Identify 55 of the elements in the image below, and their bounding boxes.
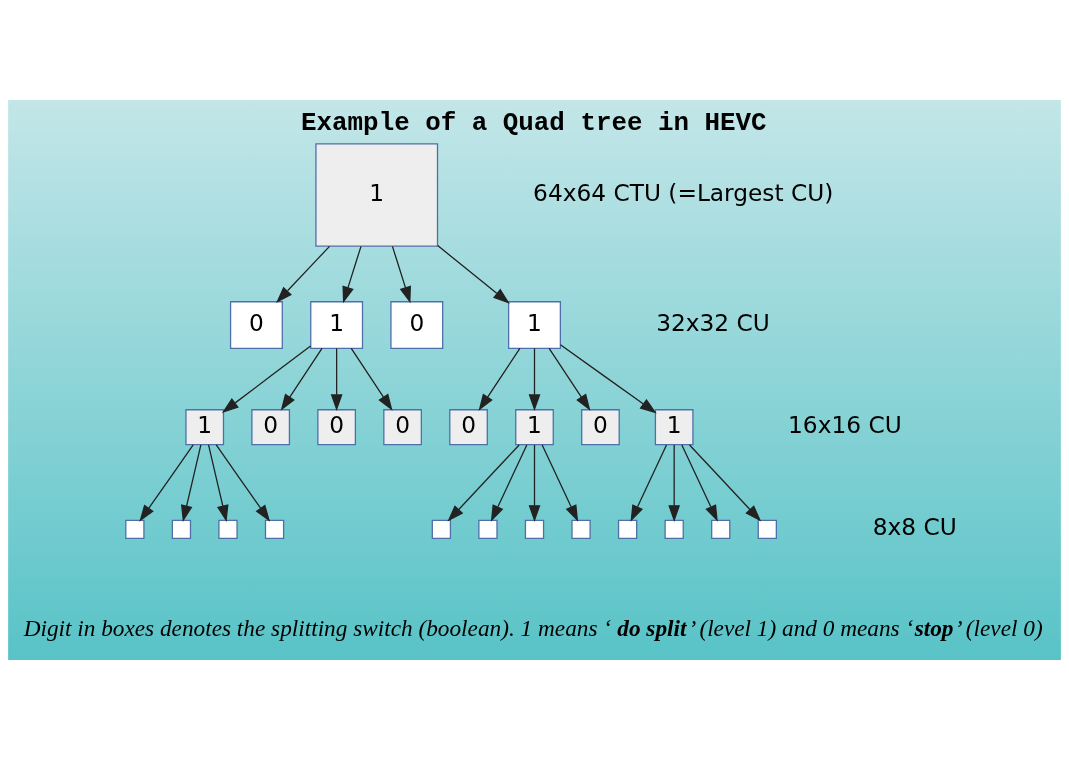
label: 8x8 CU	[872, 512, 957, 540]
arrow	[215, 443, 271, 522]
node-box: 1	[515, 408, 554, 445]
node-box	[431, 519, 452, 539]
arrow	[668, 443, 681, 522]
arrow	[559, 343, 657, 413]
node-box: 0	[317, 408, 357, 445]
node-box: 0	[390, 300, 444, 349]
node-box	[757, 519, 777, 539]
arrow	[541, 443, 579, 522]
node-box: 0	[449, 408, 488, 445]
arrow	[350, 347, 393, 411]
node-box: 0	[229, 300, 283, 349]
label: 32x32 CU	[656, 308, 770, 336]
node-box: 1	[185, 408, 225, 445]
label: 64x64 CTU (=Largest CU)	[533, 178, 834, 206]
arrow	[342, 245, 362, 303]
arrow	[221, 344, 312, 413]
node-box	[571, 519, 591, 539]
arrow	[391, 245, 411, 303]
arrow	[630, 443, 668, 522]
node-box	[125, 519, 145, 539]
arrow	[478, 347, 521, 411]
arrow	[330, 347, 343, 411]
arrow	[528, 347, 541, 411]
node-box	[218, 519, 238, 539]
node-box: 0	[251, 408, 291, 445]
arrow	[528, 443, 541, 522]
node-box	[617, 519, 638, 539]
arrow	[207, 443, 229, 522]
node-box: 0	[581, 408, 620, 445]
node-box	[264, 519, 285, 539]
arrow	[688, 443, 762, 521]
arrow	[280, 347, 323, 411]
arrow	[437, 244, 510, 304]
node-box: 1	[310, 300, 364, 349]
node-box: 0	[383, 408, 422, 445]
node-box	[664, 519, 684, 539]
node-box	[524, 519, 545, 539]
arrow	[276, 245, 331, 303]
arrow	[447, 443, 520, 521]
arrow	[180, 443, 202, 522]
arrow	[139, 443, 194, 522]
node-box	[171, 519, 192, 539]
node-box: 1	[508, 300, 561, 349]
arrow	[548, 347, 591, 411]
node-box	[478, 519, 498, 539]
node-box	[711, 519, 731, 539]
node-box: 1	[654, 408, 694, 445]
arrow	[681, 443, 718, 522]
diagram-title: Example of a Quad tree in HEVC	[301, 107, 767, 138]
node-box: 1	[315, 142, 439, 247]
arrow	[490, 443, 528, 522]
label: 16x16 CU	[788, 410, 902, 438]
caption: Digit in boxes denotes the splitting switch (boolean). 1 means ‘do split’ (level 1) and 0 means ‘stop’ (level 0)	[23, 614, 1043, 641]
